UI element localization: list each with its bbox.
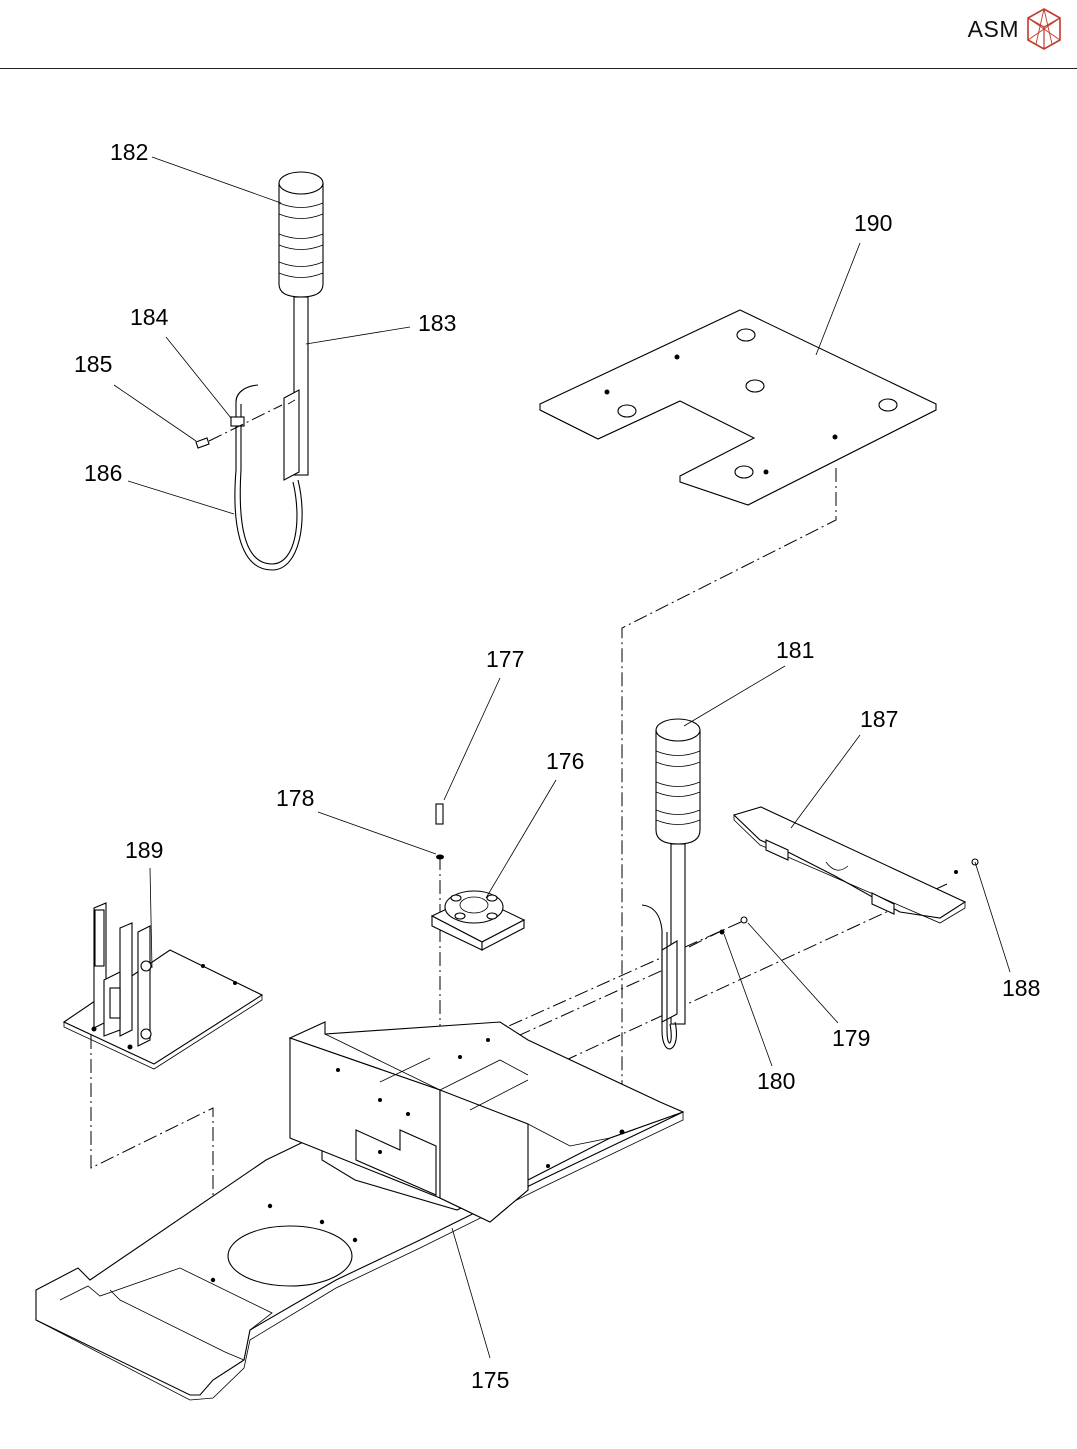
callout-186: 186 (84, 460, 122, 486)
cover-plate-190 (540, 310, 936, 505)
callout-177: 177 (486, 646, 524, 672)
callout-182: 182 (110, 139, 148, 165)
callout-188: 188 (1002, 975, 1040, 1001)
callout-183: 183 (418, 310, 456, 336)
bracket-187 (734, 807, 978, 923)
callout-179: 179 (832, 1025, 870, 1051)
fan-unit-176 (432, 804, 524, 950)
callout-190: 190 (854, 210, 892, 236)
callout-187: 187 (860, 706, 898, 732)
callout-184: 184 (130, 304, 169, 330)
callout-178: 178 (276, 785, 314, 811)
mount-plate-189 (64, 903, 262, 1069)
base-frame-175 (36, 1022, 683, 1400)
signal-tower-181-assembly (642, 719, 747, 1049)
callout-175: 175 (471, 1367, 509, 1393)
callout-185: 185 (74, 351, 112, 377)
callout-180: 180 (757, 1068, 795, 1094)
callout-176: 176 (546, 748, 584, 774)
signal-tower-182-assembly (196, 172, 323, 570)
callout-181: 181 (776, 637, 814, 663)
callout-189: 189 (125, 837, 163, 863)
